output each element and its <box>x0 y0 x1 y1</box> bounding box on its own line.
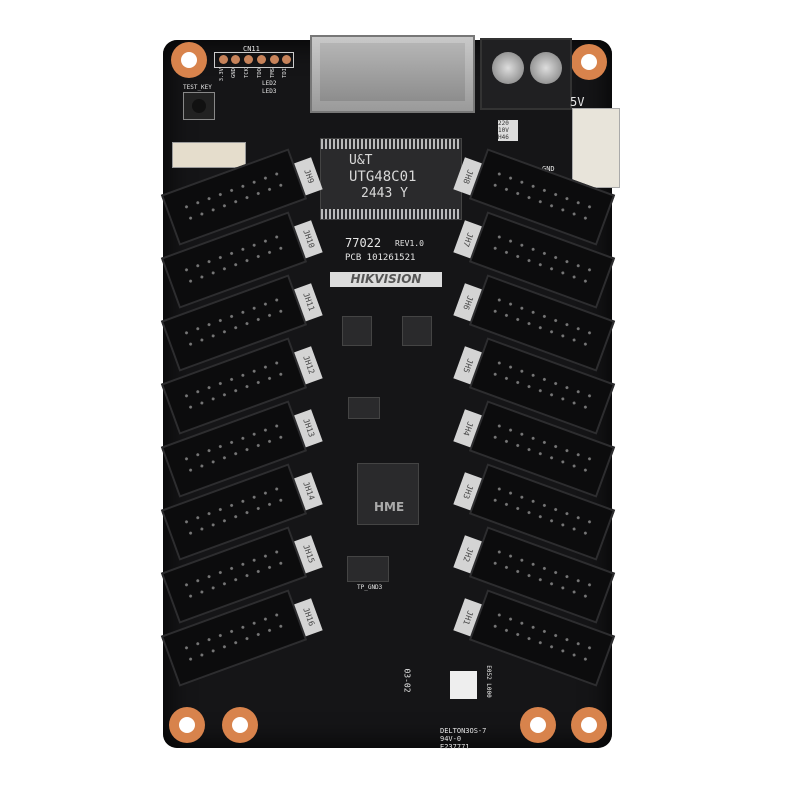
date-label: 03-02 <box>402 668 412 693</box>
pcb-number: PCB 101261521 <box>345 253 416 263</box>
mounting-hole <box>520 707 556 743</box>
capacitor-label: 220 10V H46 <box>498 120 518 141</box>
hikvision-logo: HIKVISION <box>330 272 442 287</box>
jst-connector <box>172 142 246 168</box>
test-key-button[interactable] <box>183 92 215 120</box>
pin-label-3v3: 3.3V <box>219 68 225 82</box>
mounting-hole <box>171 42 207 78</box>
mounting-hole <box>222 707 258 743</box>
test-key-label: TEST_KEY <box>183 84 212 91</box>
wire-connector <box>572 108 620 188</box>
ic-maker: U&T <box>349 153 373 168</box>
ic-utg48c01: U&T UTG48C01 2443 Y <box>320 138 462 220</box>
tp-gnd3-label: TP_GND3 <box>357 584 383 591</box>
pin-label-tdi: TDI <box>282 68 288 78</box>
qr-code-text: E052 L000 <box>484 665 492 698</box>
ic-flash <box>348 397 380 419</box>
gnd-label: GND <box>542 165 555 173</box>
mounting-hole <box>571 44 607 80</box>
ic-date-code: 2443 Y <box>361 186 408 201</box>
qr-code <box>450 671 477 699</box>
power-terminal-block <box>480 38 572 110</box>
ic-small <box>402 316 432 346</box>
ic-flash <box>347 556 389 582</box>
pin-label-gnd: GND <box>231 68 237 78</box>
manufacturer-label: DELTON3OS-7 <box>440 727 487 735</box>
mounting-hole <box>169 707 205 743</box>
cn11-header <box>214 52 294 68</box>
cn11-label: CN11 <box>243 45 260 53</box>
led3-label: LED3 <box>262 88 277 95</box>
pin-label-tck: TCK <box>244 68 250 78</box>
revision: REV1.0 <box>395 239 424 248</box>
rating-label: 94V-0 <box>440 735 462 743</box>
mounting-hole <box>571 707 607 743</box>
pin-label-tms: TMS <box>270 68 276 78</box>
ic-part: UTG48C01 <box>349 169 417 185</box>
model-number: 77022 <box>345 236 382 250</box>
led2-label: LED2 <box>262 80 277 87</box>
controller-logo: HME <box>374 500 405 514</box>
voltage-label: 5V <box>570 95 585 109</box>
ethernet-port <box>310 35 475 113</box>
ic-controller: HME <box>357 463 419 525</box>
ul-number-label: E237771 <box>440 743 470 751</box>
ic-small <box>342 316 372 346</box>
pin-label-tdo: TDO <box>257 68 263 78</box>
